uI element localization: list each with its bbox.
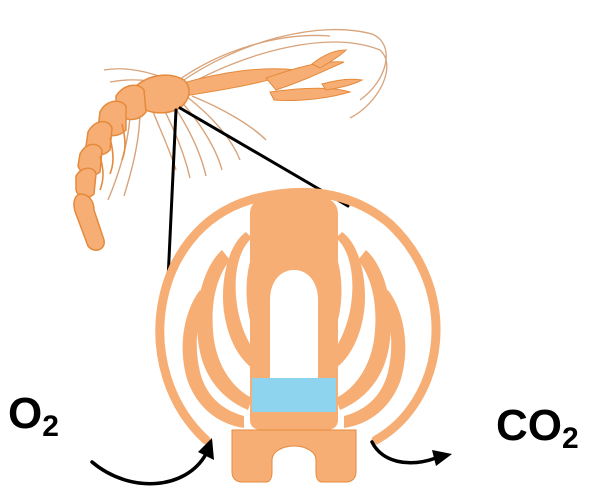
carbon-dioxide-label-base: CO bbox=[496, 401, 562, 450]
oxygen-flow-arrow bbox=[92, 438, 214, 484]
carbon-dioxide-arrowhead bbox=[432, 450, 452, 466]
water-channel bbox=[252, 378, 336, 412]
oxygen-label-subscript: 2 bbox=[42, 410, 59, 443]
carbon-dioxide-flow-arrow bbox=[372, 442, 452, 466]
gill-base bbox=[232, 430, 356, 482]
gill-cross-section bbox=[160, 192, 436, 482]
gill-axis-lumen bbox=[270, 270, 318, 378]
oxygen-label-base: O bbox=[8, 389, 42, 438]
shrimp-illustration bbox=[74, 30, 387, 251]
carbon-dioxide-label: CO2 bbox=[496, 404, 579, 454]
carbon-dioxide-label-subscript: 2 bbox=[562, 422, 579, 455]
oxygen-label: O2 bbox=[8, 392, 59, 442]
